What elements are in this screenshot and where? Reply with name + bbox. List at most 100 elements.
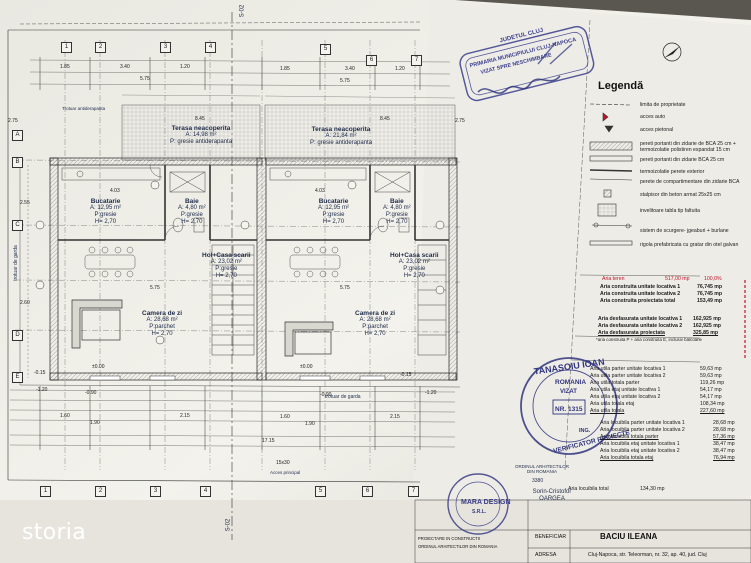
room-name: Hol+Casa scarii [202,252,251,259]
area-label: Aria utila etaj unitate locativa 2 [590,394,661,400]
room-bath-2: Baie A: 4,80 m² P:gresie H= 2,70 [383,198,411,226]
dim-top-4: 1.85 [280,66,290,72]
grid-tag-bottom-6: 6 [362,486,373,497]
dim-top-5: 3.40 [345,66,355,72]
verifier-stamp-country: ROMANIA [555,379,586,386]
company-number: 3380 [532,478,544,484]
title-oar: ORDINUL ARHITECTILOR DIN ROMANIA [418,544,498,549]
room-living-2: Camera de zi A: 28,68 m² P:parchet H= 2,… [355,310,395,338]
dim-bottom-1: 1.60 [60,413,70,419]
grid-tag-left-a: A [12,130,23,141]
room-height: H= 2,70 [403,273,425,279]
legend-item-concrete-column: stalpisor din beton armat 25x25 cm [640,192,721,198]
verifier-stamp-side: ING. [579,428,591,434]
area-value: 153,49 mp [697,298,723,304]
area-label: Aria utila totala [590,408,625,414]
dim-bottom-7: 17.15 [262,438,275,444]
grid-tag-top-1: 1 [61,42,72,53]
grid-tag-top-2: 2 [95,42,106,53]
area-value: 38,47 mp [713,448,735,454]
dim-row-1: -0.15 [34,370,46,376]
title-adresa: Cluj-Napoca, str. Teleorman, nr. 32, ap.… [588,552,707,558]
room-name: Baie [184,198,199,205]
dim-misc-7: 2.55 [20,200,30,206]
legend-item-partition-wall: perete de compartimentare din zidarie BC… [640,179,740,185]
area-label: Aria construita unitate locativa 2 [600,291,681,297]
room-floor: P:gresie [180,212,203,218]
area-value: 54,17 mp [700,394,722,400]
title-beneficiar-label: BENEFICIAR [535,534,567,540]
area-value: 162,925 mp [693,323,721,329]
room-area: A: 28,68 m² [359,317,391,323]
area-row: Aria teren [602,276,625,282]
legend-item-property-limit: limita de proprietate [640,102,686,108]
dim-top-3: 1.20 [180,64,190,70]
area-label: Aria locuibila total [568,486,609,492]
area-value: 227,60 mp [700,408,725,414]
room-hall-1: Hol+Casa scarii A: 23,02 m² P:gresie H= … [202,252,251,280]
area-value: 54,17 mp [700,387,722,393]
dim-misc-5: 5.75 [150,285,160,291]
room-height: H= 2,70 [151,331,173,337]
title-adresa-label: ADRESA [535,552,557,558]
area-value: 57,36 mp [713,434,735,440]
area-value: 517,00 mp [665,276,690,282]
grid-tag-bottom-2: 2 [95,486,106,497]
room-area: A: 4,80 m² [383,205,411,211]
fence-label-bottom: trotuar de garda [325,394,361,400]
room-name: Terasa neacoperita [311,126,371,133]
area-label: Aria utila totala parter [590,380,640,386]
dim-misc-10: 2.75 [455,118,465,124]
grid-tag-bottom-5: 5 [315,486,326,497]
dim-row-5: -1.20 [36,387,48,393]
verifier-stamp-nr: NR. 1315 [555,406,583,413]
room-height: H= 2,70 [322,219,345,225]
company-ring-text: ORDINUL ARHITECTILOR DIN ROMANIA [514,464,570,474]
dim-misc-6: 5.75 [340,285,350,291]
room-kitchen-2: Bucatarie A: 12,95 m² P:gresie H= 2,70 [318,198,349,226]
main-access-label: Acces principal [270,470,301,475]
verifier-stamp [520,357,618,455]
room-height: H= 2,70 [364,331,386,337]
room-area: A: 28,68 m² [146,317,178,323]
legend-item-thermal-insulation: termoizolatie perete exterior [640,169,705,175]
dim-bottom-3: 2.15 [180,413,190,419]
section-mark-top: S-02 [239,4,246,18]
area-label: Aria locuibila totala etaj [600,455,654,461]
room-kitchen-1: Bucatarie A: 12,95 m² P:gresie H= 2,70 [90,198,121,226]
grid-tag-left-c: C [12,220,23,231]
room-terrace-2: Terasa neacoperita A: 21,84 m² P: gresie… [310,126,372,147]
area-value: 59,63 mp [700,373,722,379]
room-floor: P:gresie [94,212,117,218]
dim-row-3: ±0.00 [300,364,313,370]
grid-tag-top-3: 3 [160,42,171,53]
walkway-label: Trotuar antiderapanta [62,106,106,111]
company-architect-name: Sorin-Cristofor OARGEA [532,489,572,502]
dim-misc-9: 2.75 [8,118,18,124]
room-name: Hol+Casa scarii [390,252,439,259]
room-height: H= 2,70 [94,219,117,225]
room-area: A: 14,98 m² [185,132,217,138]
fence-label-left: trotuar de garda [12,245,19,281]
room-area: A: 12,95 m² [318,205,350,211]
dim-row-4: -0.15 [400,372,412,378]
dim-top-2: 3.40 [120,64,130,70]
legend-title: Legendă [598,80,644,92]
area-value: 162,925 mp [693,316,721,322]
area-label: Aria construita proiectata total [600,298,676,304]
room-area: A: 23,02 m² [398,259,430,265]
grid-tag-bottom-7: 7 [408,486,419,497]
room-floor: P: gresie antiderapanta [170,139,233,145]
dim-row-7: -0.90 [85,390,97,396]
area-value: 134,30 mp [640,486,665,492]
area-label: Aria desfasurata unitate locativa 2 [598,323,683,329]
area-label: Aria utila totala etaj [590,401,635,407]
title-beneficiar: BACIU ILEANA [600,532,658,541]
dim-row-2: ±0.00 [92,364,105,370]
area-value: 108,34 mp [700,401,725,407]
dim-bottom-2: 1.90 [90,420,100,426]
area-label: Aria construita unitate locativa 1 [600,284,681,290]
room-height: H= 2,70 [181,219,203,225]
room-hall-2: Hol+Casa scarii A: 23,02 m² P:gresie H= … [390,252,439,280]
